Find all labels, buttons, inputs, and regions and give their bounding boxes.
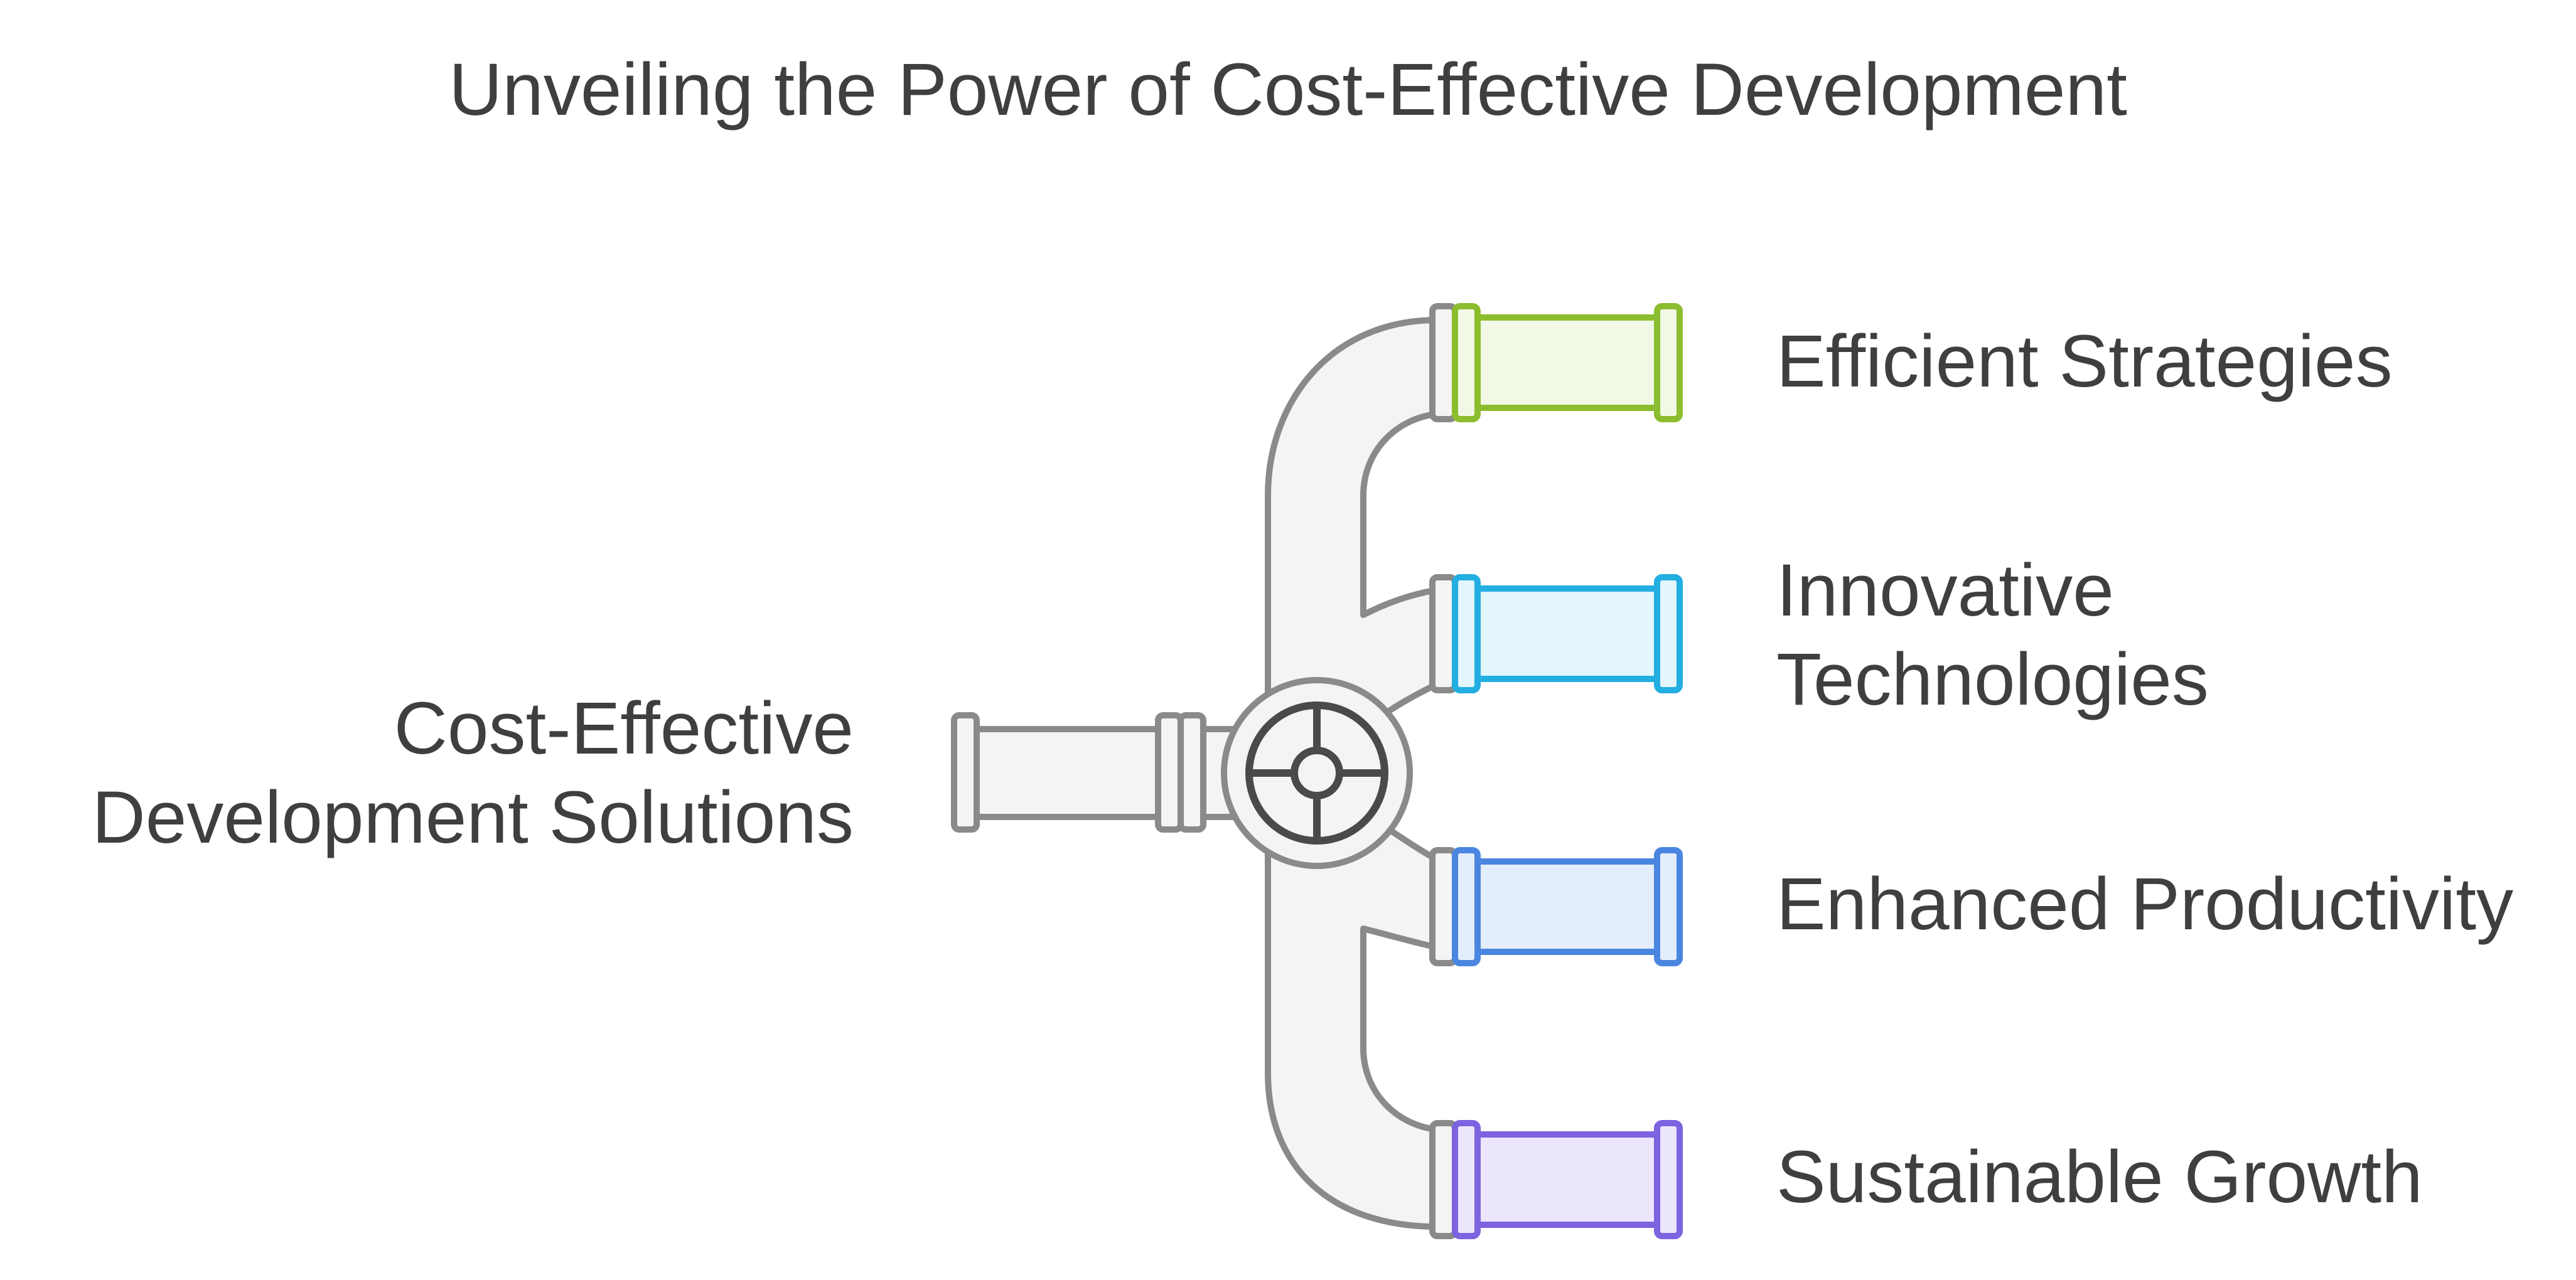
pipe-flange-inner: [1452, 847, 1481, 966]
pipe-body: [1466, 1131, 1666, 1228]
pipe-body: [1466, 314, 1666, 411]
branch-pipe-sustainable-growth: [1429, 1120, 1683, 1239]
pipe-flange-outer: [1654, 574, 1683, 693]
pipe-flange-inner: [1452, 574, 1481, 693]
branch-label-innovative-technologies: Innovative Technologies: [1776, 546, 2209, 724]
pipe-flange-inner: [1452, 1120, 1481, 1239]
source-label-line2: Development Solutions: [92, 776, 854, 859]
source-label: Cost-Effective Development Solutions: [92, 684, 854, 862]
source-label-line1: Cost-Effective: [394, 687, 854, 770]
pipe-coupling: [1429, 1120, 1458, 1239]
branch-label-enhanced-productivity: Enhanced Productivity: [1776, 863, 2514, 946]
pipe-flange-outer: [1654, 847, 1683, 966]
branch-pipe-enhanced-productivity: [1429, 847, 1683, 966]
pipe-coupling: [1429, 847, 1458, 966]
branch-pipe-innovative-technologies: [1429, 574, 1683, 693]
diagram-title: Unveiling the Power of Cost-Effective De…: [449, 48, 2127, 131]
pipe-flange-outer: [1654, 303, 1683, 422]
pipe-coupling: [1429, 303, 1458, 422]
pipe-flange-outer: [1654, 1120, 1683, 1239]
pipe-flange-inner: [1452, 303, 1481, 422]
branch-label-line2: Technologies: [1776, 638, 2209, 721]
branch-label-efficient-strategies: Efficient Strategies: [1776, 320, 2393, 403]
branch-pipe-efficient-strategies: [1429, 303, 1683, 422]
branch-label-sustainable-growth: Sustainable Growth: [1776, 1136, 2423, 1219]
pipe-body: [1466, 585, 1666, 682]
input-pipe: [951, 712, 1324, 833]
branch-label-line1: Innovative: [1776, 549, 2114, 632]
valve-icon: [1221, 677, 1413, 869]
pipe-coupling: [1429, 574, 1458, 693]
pipe-body: [1466, 858, 1666, 955]
